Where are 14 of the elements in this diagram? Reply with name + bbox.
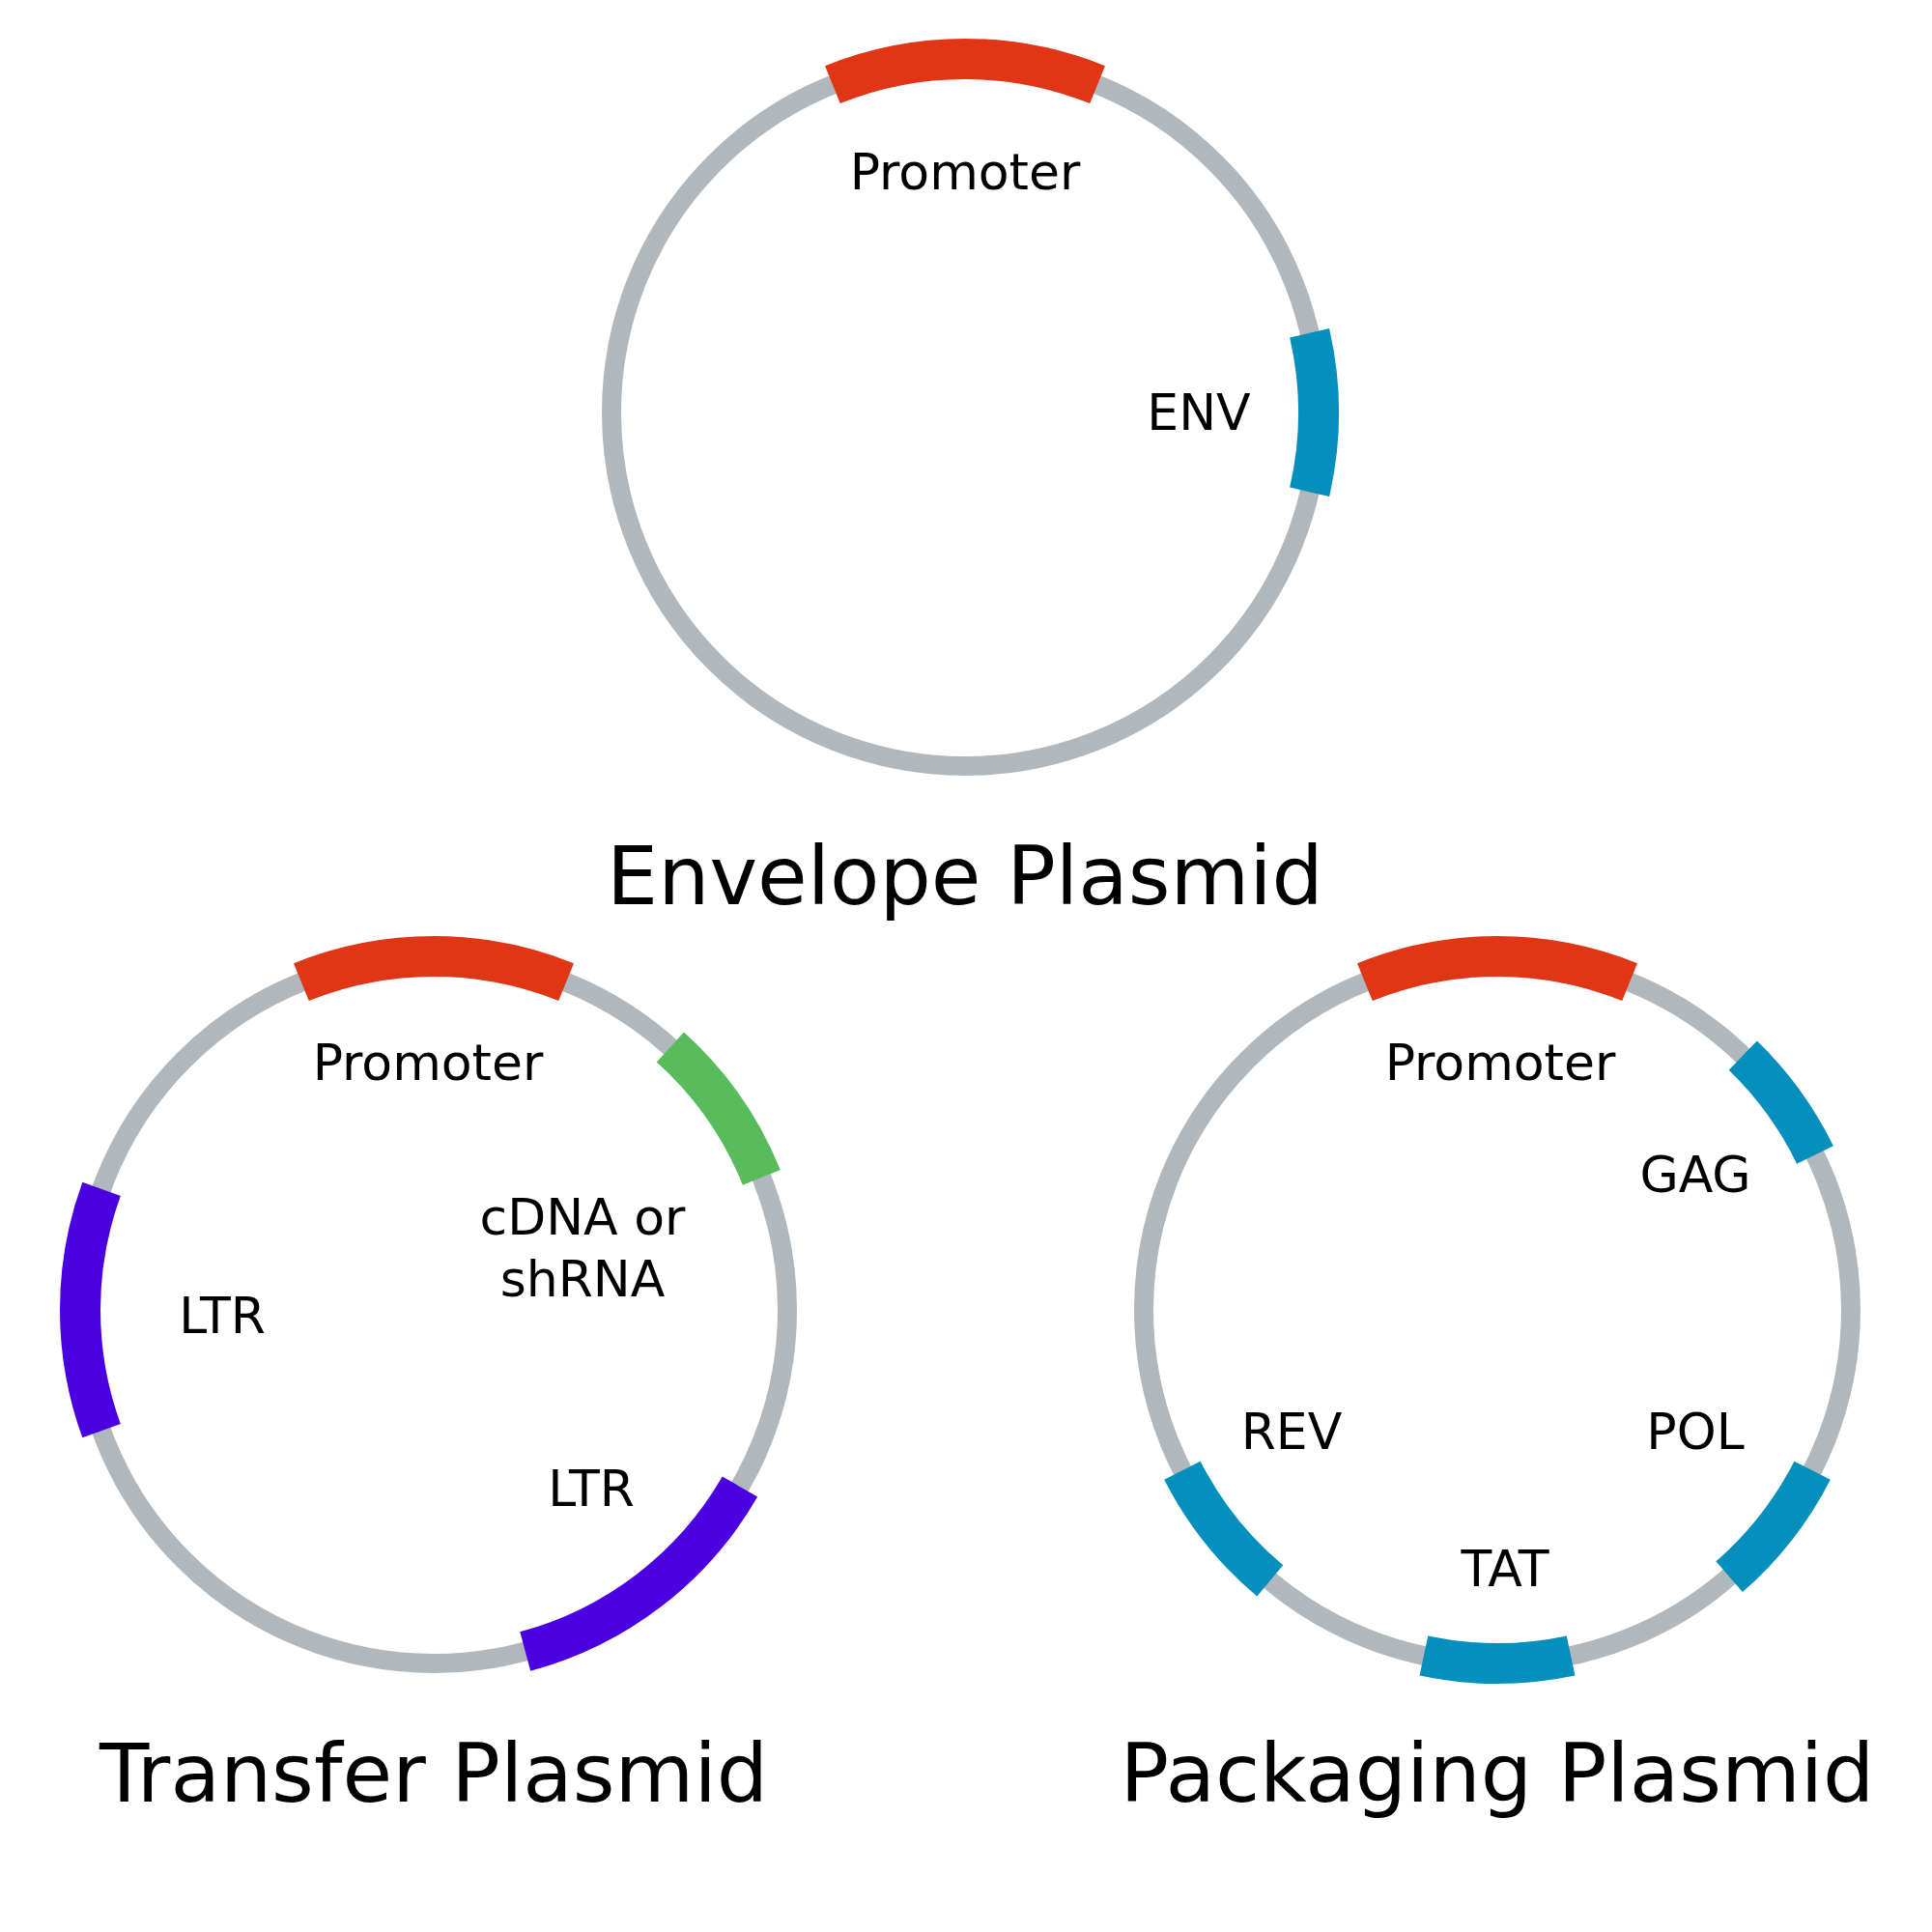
segment-label: ENV [1147, 382, 1251, 443]
segment-label: REV [1240, 1401, 1343, 1463]
plasmid-name: Packaging Plasmid [1119, 1725, 1876, 1822]
plasmid-name: Envelope Plasmid [606, 828, 1324, 924]
segment-label: TAT [1461, 1538, 1549, 1600]
segment-label: POL [1646, 1401, 1745, 1463]
segment-label: Promoter [1384, 1032, 1616, 1094]
segment-label: cDNA or shRNA [447, 1186, 718, 1310]
segment-label: GAG [1639, 1144, 1751, 1206]
segment-label: LTR [548, 1458, 635, 1520]
plasmid-name: Transfer Plasmid [98, 1725, 770, 1822]
segment-label: LTR [179, 1285, 266, 1347]
segment-label: Promoter [849, 141, 1081, 203]
segment-label: Promoter [312, 1032, 544, 1094]
